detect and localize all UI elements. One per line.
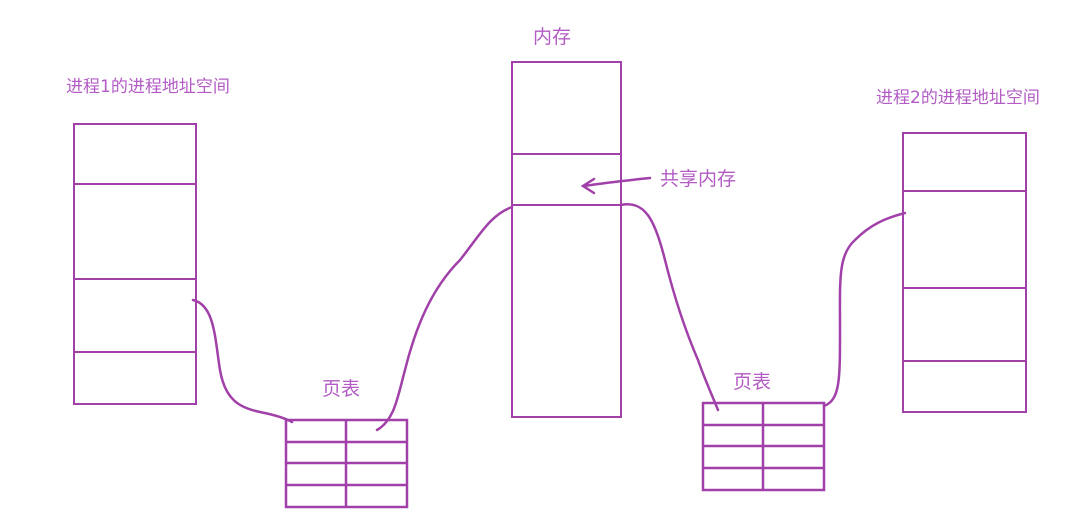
physical-memory bbox=[511, 61, 622, 418]
page-table-1-label: 页表 bbox=[322, 378, 361, 400]
page-table-1 bbox=[284, 418, 409, 509]
shared-memory-label: 共享内存 bbox=[660, 168, 737, 190]
mapping-curve-table1-to-memory bbox=[375, 205, 514, 432]
process2-label: 进程2的进程地址空间 bbox=[876, 88, 1040, 108]
process1-label: 进程1的进程地址空间 bbox=[66, 77, 230, 97]
mapping-curve-table2-to-p2 bbox=[822, 211, 907, 408]
page-table-2 bbox=[701, 401, 826, 492]
mapping-curve-memory-to-table2 bbox=[619, 203, 720, 412]
mapping-curve-p1-to-table bbox=[191, 298, 294, 424]
memory-label: 内存 bbox=[533, 26, 572, 48]
process2-address-space bbox=[902, 132, 1027, 413]
page-table-2-label: 页表 bbox=[733, 371, 772, 393]
shared-memory-arrow bbox=[580, 176, 652, 195]
process1-address-space bbox=[73, 123, 197, 405]
